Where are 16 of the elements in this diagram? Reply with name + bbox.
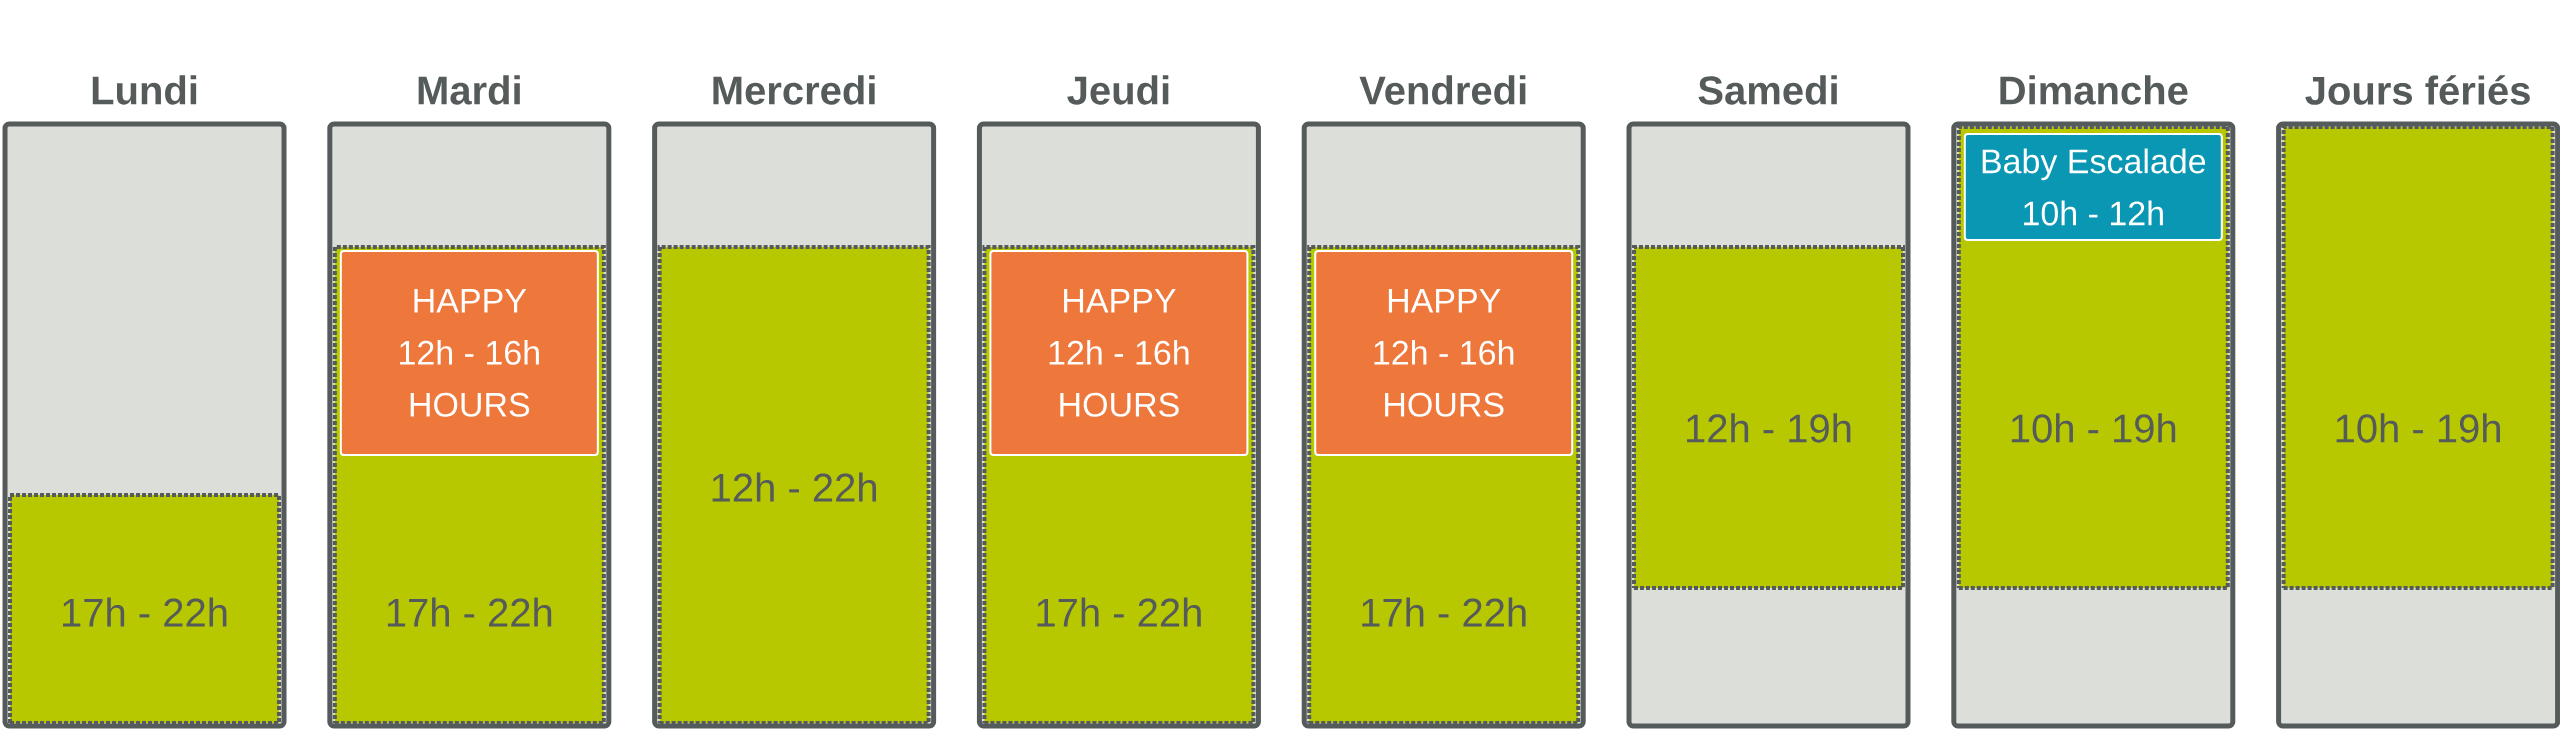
- happy-hours-box: HAPPY 12h - 16h HOURS: [1314, 250, 1574, 456]
- node-label: Mardi: [418, 75, 520, 105]
- node-label: Mercredi: [713, 75, 875, 105]
- happy-hours-box: HAPPY 12h - 16h HOURS: [339, 250, 599, 456]
- node-label: Jeudi: [1067, 75, 1169, 105]
- node-label: Lundi: [92, 75, 197, 105]
- happy-hours-box: HAPPY 12h - 16h HOURS: [989, 250, 1249, 456]
- node-label: Samedi: [1698, 75, 1837, 105]
- node-label: Vendredi: [1359, 75, 1526, 105]
- node-label: Dimanche: [2000, 75, 2188, 105]
- opening-hours-band: 12h - 22h: [657, 245, 931, 725]
- opening-hours-band: 17h - 22h: [8, 493, 281, 725]
- opening-hours-band: 10h - 19h: [2281, 125, 2555, 590]
- opening-hours-band: 12h - 19h: [1632, 245, 1905, 590]
- node-label: Jours fériés: [2305, 75, 2530, 105]
- activity-box: Baby Escalade 10h - 12h: [1963, 133, 2223, 241]
